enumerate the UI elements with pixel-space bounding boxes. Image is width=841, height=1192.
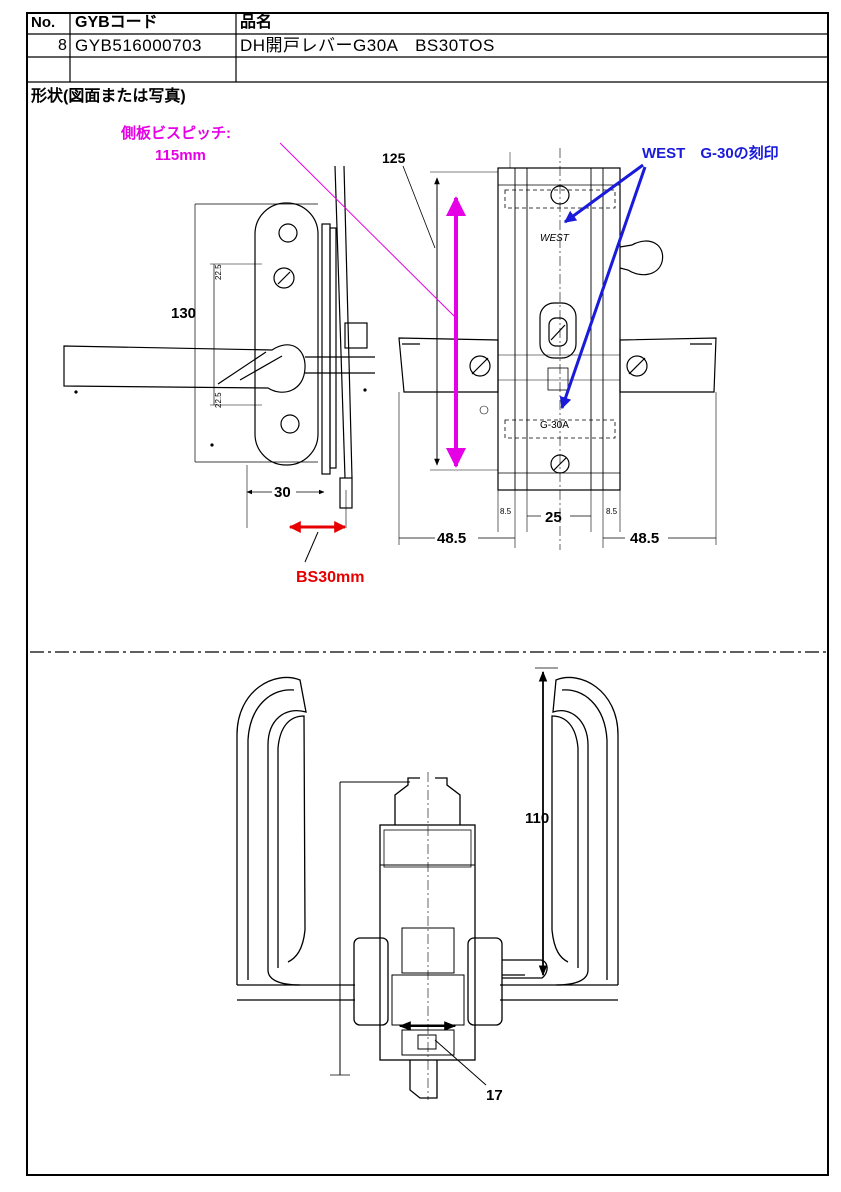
header-code-label: GYBコード	[75, 14, 158, 31]
dim-125: 125	[382, 150, 406, 166]
header-name-label: 品名	[240, 14, 273, 31]
west-mark-note: WEST G-30の刻印	[642, 144, 779, 162]
pitch-value: 115mm	[155, 147, 206, 164]
item-number: 8	[58, 37, 68, 54]
west-engraving: WEST	[540, 233, 570, 244]
dim-8-5-right: 8.5	[606, 507, 618, 516]
g30a-engraving: G-30A	[540, 420, 569, 431]
side-view	[63, 165, 375, 528]
dim-48-5-left: 48.5	[437, 530, 466, 547]
bs-note: BS30mm	[296, 569, 364, 586]
dim-25: 25	[545, 509, 562, 526]
dim-48-5-right: 48.5	[630, 530, 659, 547]
dim-22-5-bottom: 22.5	[214, 392, 223, 408]
item-code: GYB516000703	[75, 36, 202, 55]
dim-17: 17	[486, 1087, 503, 1104]
top-technical-drawing: WEST G-30A 125 130 30 25 48.5 48.5 22.5 …	[63, 124, 779, 586]
dim-22-5-top: 22.5	[214, 264, 223, 280]
item-name: DH開戸レバーG30A BS30TOS	[240, 36, 495, 55]
dim-130: 130	[171, 305, 196, 322]
pitch-title: 側板ビスピッチ:	[120, 124, 231, 142]
dim-110: 110	[525, 810, 549, 827]
shape-section-label: 形状(図面または写真)	[31, 88, 186, 105]
header-no-label: No.	[31, 14, 56, 31]
dim-8-5-left: 8.5	[500, 507, 512, 516]
dim-30: 30	[274, 484, 291, 501]
